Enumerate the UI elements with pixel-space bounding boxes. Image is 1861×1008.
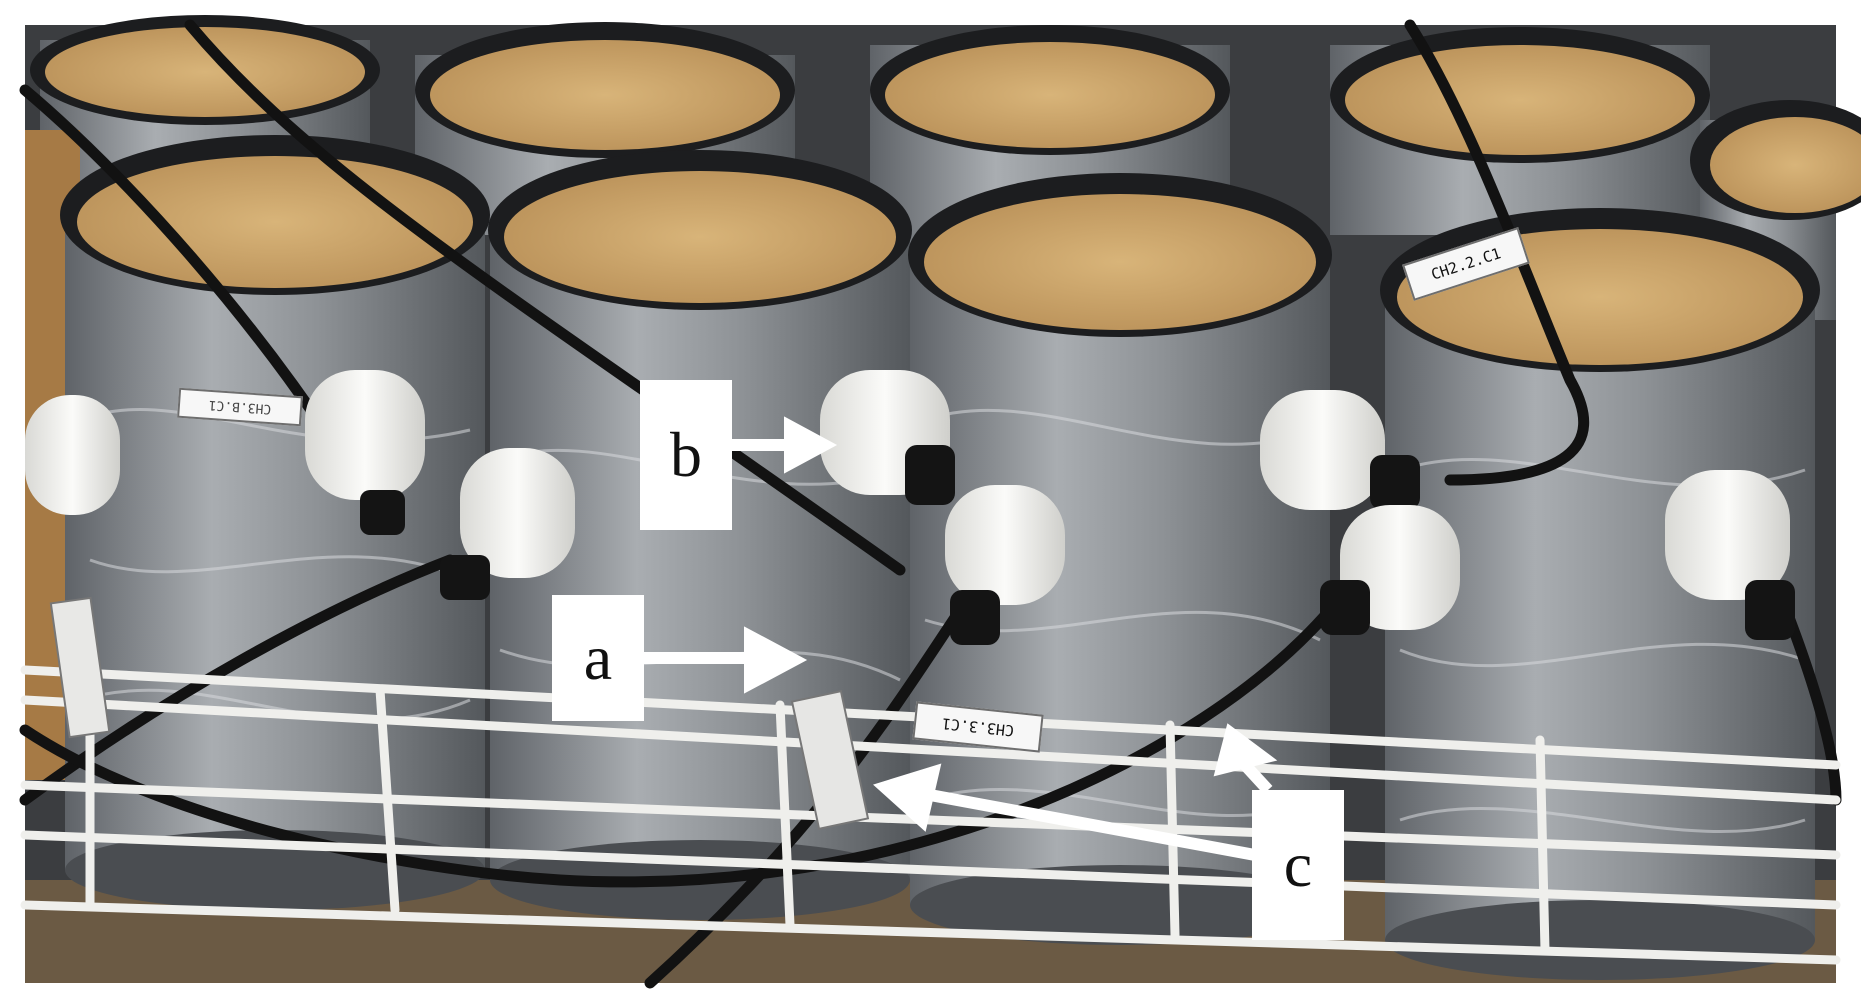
arrow-a bbox=[644, 626, 808, 694]
label-a: a bbox=[552, 595, 644, 721]
back-row-columns bbox=[30, 15, 1861, 320]
label-c: c bbox=[1252, 790, 1344, 940]
arrow-c-lower bbox=[873, 763, 1257, 861]
column-tag bbox=[790, 690, 870, 830]
arrow-c-upper bbox=[1213, 723, 1278, 795]
soil-moisture-sensors bbox=[25, 370, 1795, 645]
rack-tag bbox=[49, 596, 111, 739]
annotation-arrows bbox=[644, 416, 1278, 861]
label-b: b bbox=[640, 380, 732, 530]
arrow-b bbox=[732, 416, 838, 474]
